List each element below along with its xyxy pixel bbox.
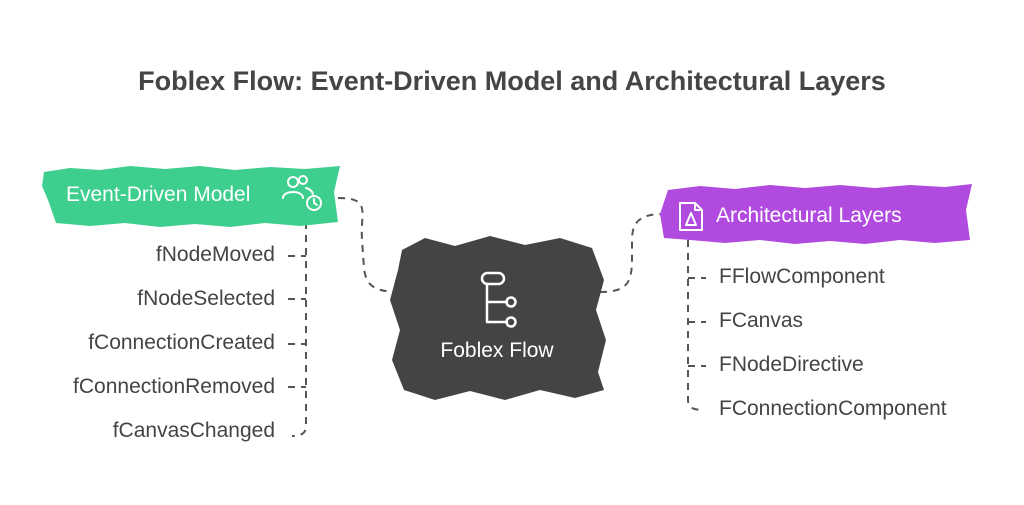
layer-item-fconnectioncomponent: FConnectionComponent	[719, 397, 947, 420]
event-item-fnodeselected: fNodeSelected	[137, 287, 275, 310]
users-clock-icon	[282, 175, 322, 211]
event-item-fconnectionremoved: fConnectionRemoved	[73, 375, 275, 398]
foblex-flow-label: Foblex Flow	[440, 339, 554, 362]
event-driven-banner-label: Event-Driven Model	[66, 183, 251, 206]
connector-center-to-right	[599, 213, 665, 293]
architectural-layers-banner	[660, 184, 972, 244]
layer-item-fcanvas: FCanvas	[719, 309, 804, 332]
architectural-layers-banner-label: Architectural Layers	[716, 204, 902, 227]
event-item-fnodemoved: fNodeMoved	[155, 243, 275, 266]
layer-item-fnodedirective: FNodeDirective	[719, 353, 864, 376]
foblex-flow-node	[390, 236, 606, 400]
right-bracket	[687, 240, 705, 411]
document-cone-icon	[679, 202, 703, 231]
layer-item-fflowcomponent: FFlowComponent	[719, 265, 885, 288]
left-bracket	[291, 222, 307, 437]
flow-hierarchy-icon	[480, 271, 517, 328]
event-item-fcanvaschanged: fCanvasChanged	[112, 419, 275, 442]
connector-left-to-center	[337, 197, 406, 293]
event-driven-banner	[42, 166, 340, 227]
event-item-fconnectioncreated: fConnectionCreated	[88, 331, 275, 354]
diagram-title: Foblex Flow: Event-Driven Model and Arch…	[138, 66, 886, 96]
